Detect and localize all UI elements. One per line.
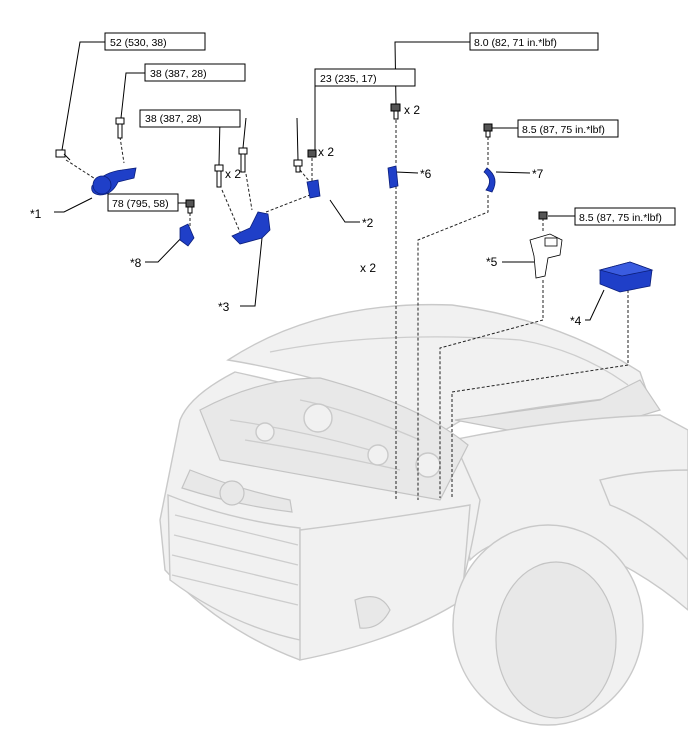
callout-1: *1 xyxy=(30,207,42,221)
quantity-label: x 2 xyxy=(318,145,334,159)
torque-box: 52 (530, 38) xyxy=(104,32,206,51)
callout-3: *3 xyxy=(218,300,230,314)
callout-7: *7 xyxy=(532,167,544,181)
bolt-icon xyxy=(214,164,224,188)
part-5-sensor xyxy=(529,233,563,279)
callout-5: *5 xyxy=(486,255,498,269)
part-3-bracket xyxy=(231,211,271,245)
quantity-labels: x 2 x 2 x 2 x 2 xyxy=(225,103,420,275)
callout-6: *6 xyxy=(420,167,432,181)
part-callouts: *1 *2 *3 *4 *5 *6 *7 *8 xyxy=(30,167,582,328)
components xyxy=(91,165,654,293)
callout-2: *2 xyxy=(362,216,374,230)
torque-text: 38 (387, 28) xyxy=(145,113,202,125)
bolt-icon xyxy=(115,117,125,139)
nut-icon xyxy=(307,149,317,158)
engine-bay xyxy=(199,377,469,501)
bolt-icon xyxy=(238,147,248,173)
torque-box: 78 (795, 58) xyxy=(107,193,179,212)
routing-lines xyxy=(65,120,629,500)
part-4-module xyxy=(598,261,654,293)
torque-text: 38 (387, 28) xyxy=(150,68,207,80)
torque-text: 8.0 (82, 71 in.*lbf) xyxy=(474,37,557,49)
torque-specs: 52 (530, 38) 38 (387, 28) 38 (387, 28) 2… xyxy=(104,32,676,226)
torque-box: 8.5 (87, 75 in.*lbf) xyxy=(517,119,619,138)
torque-text: 52 (530, 38) xyxy=(110,37,167,49)
bolt-icon xyxy=(293,159,303,173)
part-7-clip xyxy=(483,167,496,193)
part-6-clip xyxy=(387,165,399,189)
quantity-label: x 2 xyxy=(404,103,420,117)
part-2-bracket xyxy=(306,179,321,199)
quantity-label: x 2 xyxy=(360,261,376,275)
callout-4: *4 xyxy=(570,314,582,328)
torque-box: 38 (387, 28) xyxy=(139,109,241,128)
vehicle-illustration xyxy=(159,303,688,726)
leader-lines xyxy=(54,41,605,321)
bolt-icon xyxy=(185,199,195,214)
callout-8: *8 xyxy=(130,256,142,270)
bolt-icon xyxy=(390,103,401,120)
torque-box: 8.0 (82, 71 in.*lbf) xyxy=(469,32,599,51)
part-1-sensor xyxy=(91,167,137,196)
torque-text: 78 (795, 58) xyxy=(112,198,169,210)
torque-box: 23 (235, 17) xyxy=(314,68,416,87)
fasteners xyxy=(55,103,548,220)
torque-box: 8.5 (87, 75 in.*lbf) xyxy=(574,207,676,226)
torque-text: 23 (235, 17) xyxy=(320,73,377,85)
part-8-bracket xyxy=(179,223,195,247)
torque-text: 8.5 (87, 75 in.*lbf) xyxy=(522,124,605,136)
torque-box: 38 (387, 28) xyxy=(144,63,246,82)
quantity-label: x 2 xyxy=(225,167,241,181)
bolt-icon xyxy=(483,123,493,138)
torque-text: 8.5 (87, 75 in.*lbf) xyxy=(579,212,662,224)
nut-icon xyxy=(538,211,548,220)
bolt-icon xyxy=(55,149,71,161)
bumper xyxy=(299,504,471,661)
